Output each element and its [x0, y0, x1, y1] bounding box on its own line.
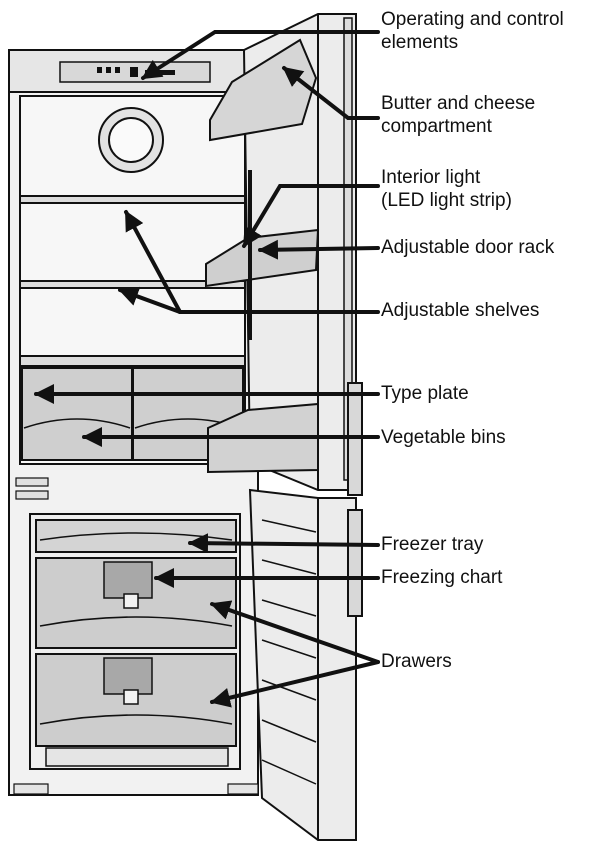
leader-light — [242, 184, 380, 248]
label-door-rack: Adjustable door rack — [381, 237, 555, 258]
leader-drawers-2 — [210, 660, 380, 708]
label-shelves: Adjustable shelves — [381, 300, 540, 321]
freezing-chart — [103, 561, 153, 599]
door-handle-lower — [347, 509, 363, 617]
leader-drawers-1 — [210, 600, 380, 664]
label-freezer-tray: Freezer tray — [381, 534, 484, 555]
label-interior-light: Interior light(LED light strip) — [381, 167, 512, 211]
leader-shelves-2 — [118, 286, 182, 314]
label-vegetable-bins: Vegetable bins — [381, 427, 506, 448]
cabinet — [8, 49, 259, 796]
callout-lines — [34, 30, 380, 708]
label-freezing-chart: Freezing chart — [381, 567, 503, 588]
leader-operating — [141, 30, 380, 80]
freezing-chart — [103, 657, 153, 695]
label-drawers: Drawers — [381, 651, 452, 672]
butter-compartment — [209, 38, 318, 142]
leader-freezer-tray — [188, 533, 380, 554]
label-type-plate: Type plate — [381, 383, 469, 404]
shelf — [19, 195, 246, 204]
fridge-door — [205, 13, 363, 496]
leader-door-rack — [258, 239, 380, 260]
vegetable-bin — [21, 367, 133, 461]
shelf — [19, 355, 246, 367]
leader-butter — [282, 66, 380, 120]
